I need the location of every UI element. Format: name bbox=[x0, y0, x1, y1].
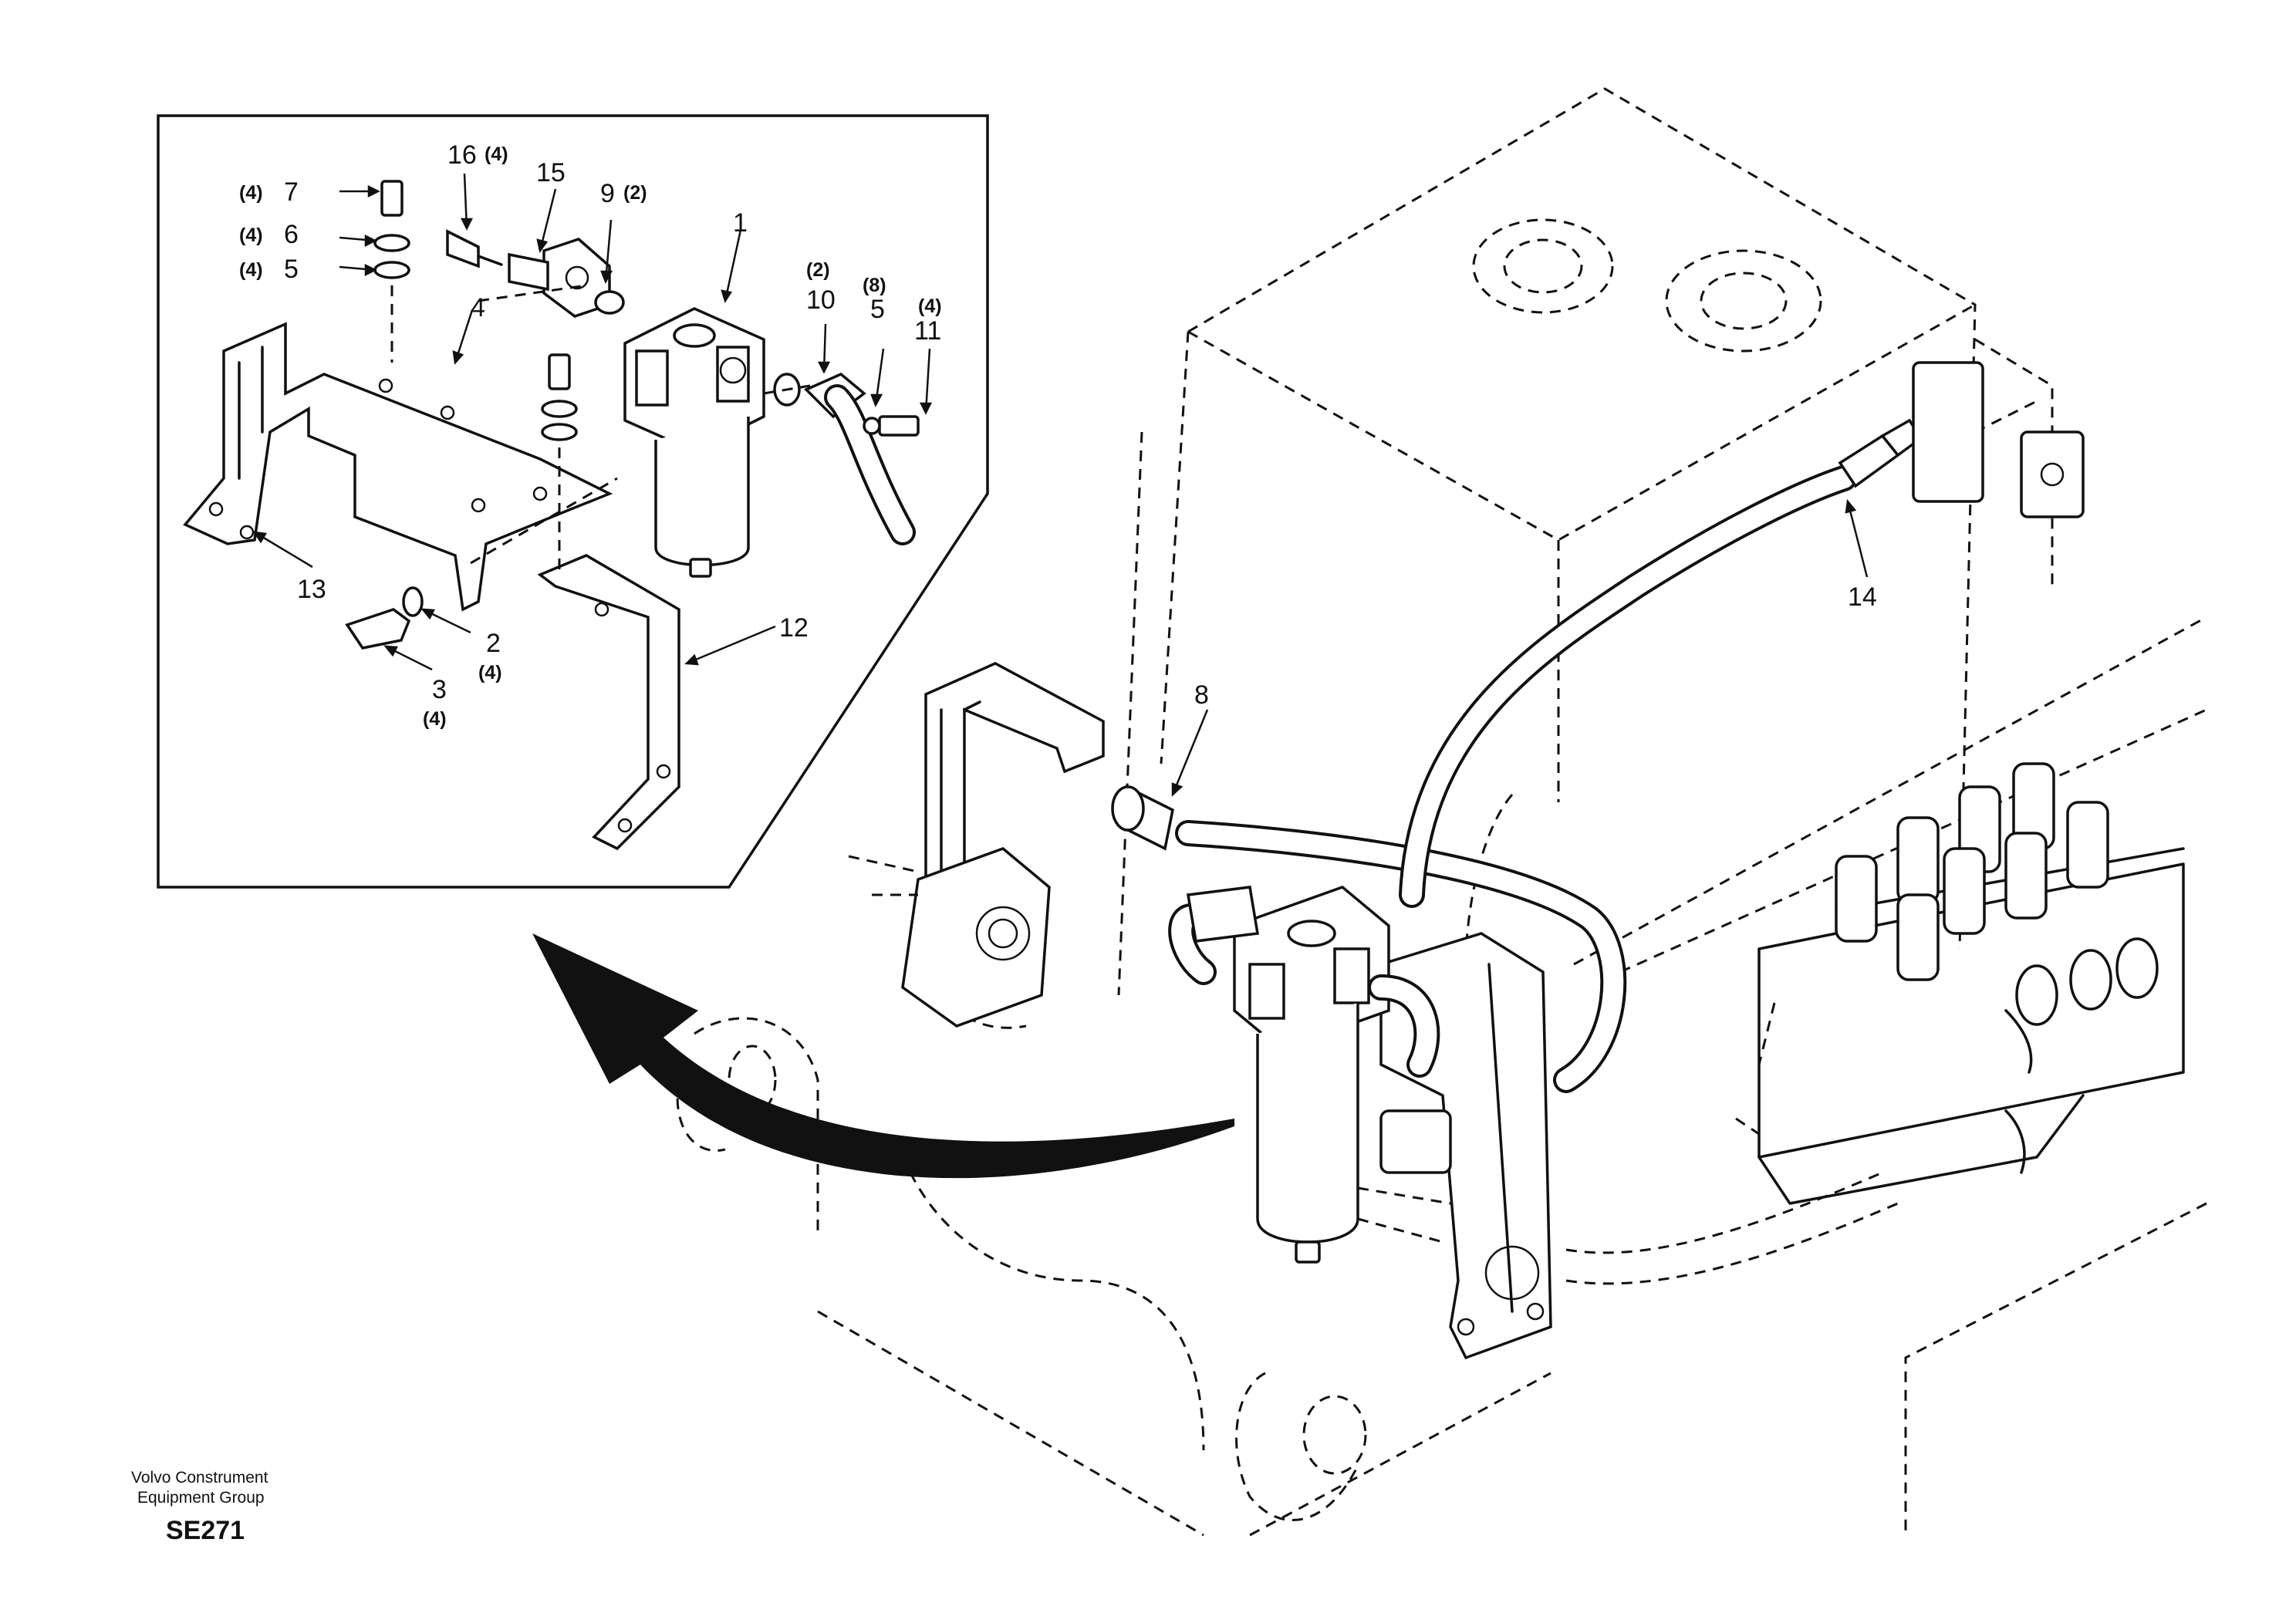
footer-block: Volvo Construment Equipment Group SE271 bbox=[131, 1469, 268, 1545]
callout-9: 9 bbox=[600, 179, 615, 208]
company-name-line2: Equipment Group bbox=[137, 1489, 265, 1507]
callout-10: 10 bbox=[806, 285, 836, 315]
callout-5-right: 5 bbox=[870, 295, 885, 324]
qty-7: (4) bbox=[239, 182, 263, 204]
qty-10: (2) bbox=[806, 259, 830, 281]
qty-2: (4) bbox=[478, 662, 502, 683]
callout-4: 4 bbox=[471, 293, 485, 322]
callout-16: 16 bbox=[447, 140, 477, 170]
callout-numbers: 7 6 5 16 15 9 1 10 5 11 4 13 2 3 12 8 14 bbox=[284, 140, 1877, 710]
detail-inset bbox=[157, 114, 989, 889]
callout-leaders bbox=[252, 173, 1869, 797]
qty-5-right: (8) bbox=[863, 275, 886, 296]
callout-11: 11 bbox=[914, 316, 941, 346]
hose-assembly bbox=[1111, 361, 2085, 1093]
callout-12: 12 bbox=[779, 613, 809, 643]
quantity-labels: (4) (4) (4) (4) (2) (2) (8) (4) (4) (4) bbox=[239, 143, 942, 730]
callout-7: 7 bbox=[284, 177, 299, 207]
callout-8: 8 bbox=[1194, 680, 1209, 710]
control-valve bbox=[1735, 762, 2185, 1205]
qty-9: (2) bbox=[623, 182, 647, 204]
direction-arrow bbox=[532, 933, 1234, 1179]
qty-11: (4) bbox=[918, 295, 942, 317]
callout-14: 14 bbox=[1848, 582, 1877, 612]
qty-5-left: (4) bbox=[239, 259, 263, 281]
qty-3: (4) bbox=[423, 708, 447, 730]
callout-1: 1 bbox=[733, 208, 748, 238]
callout-6: 6 bbox=[284, 220, 299, 249]
company-name-line1: Volvo Construment bbox=[131, 1469, 268, 1487]
callout-2: 2 bbox=[486, 629, 501, 658]
installed-filter-assembly bbox=[848, 662, 1552, 1360]
qty-16: (4) bbox=[485, 143, 508, 165]
qty-6: (4) bbox=[239, 224, 263, 246]
callout-3: 3 bbox=[432, 675, 447, 704]
callout-5-left: 5 bbox=[284, 255, 299, 284]
callout-13: 13 bbox=[297, 575, 326, 604]
drawing-code: SE271 bbox=[166, 1516, 245, 1545]
callout-15: 15 bbox=[536, 158, 566, 187]
valve-caps bbox=[1835, 762, 2109, 981]
